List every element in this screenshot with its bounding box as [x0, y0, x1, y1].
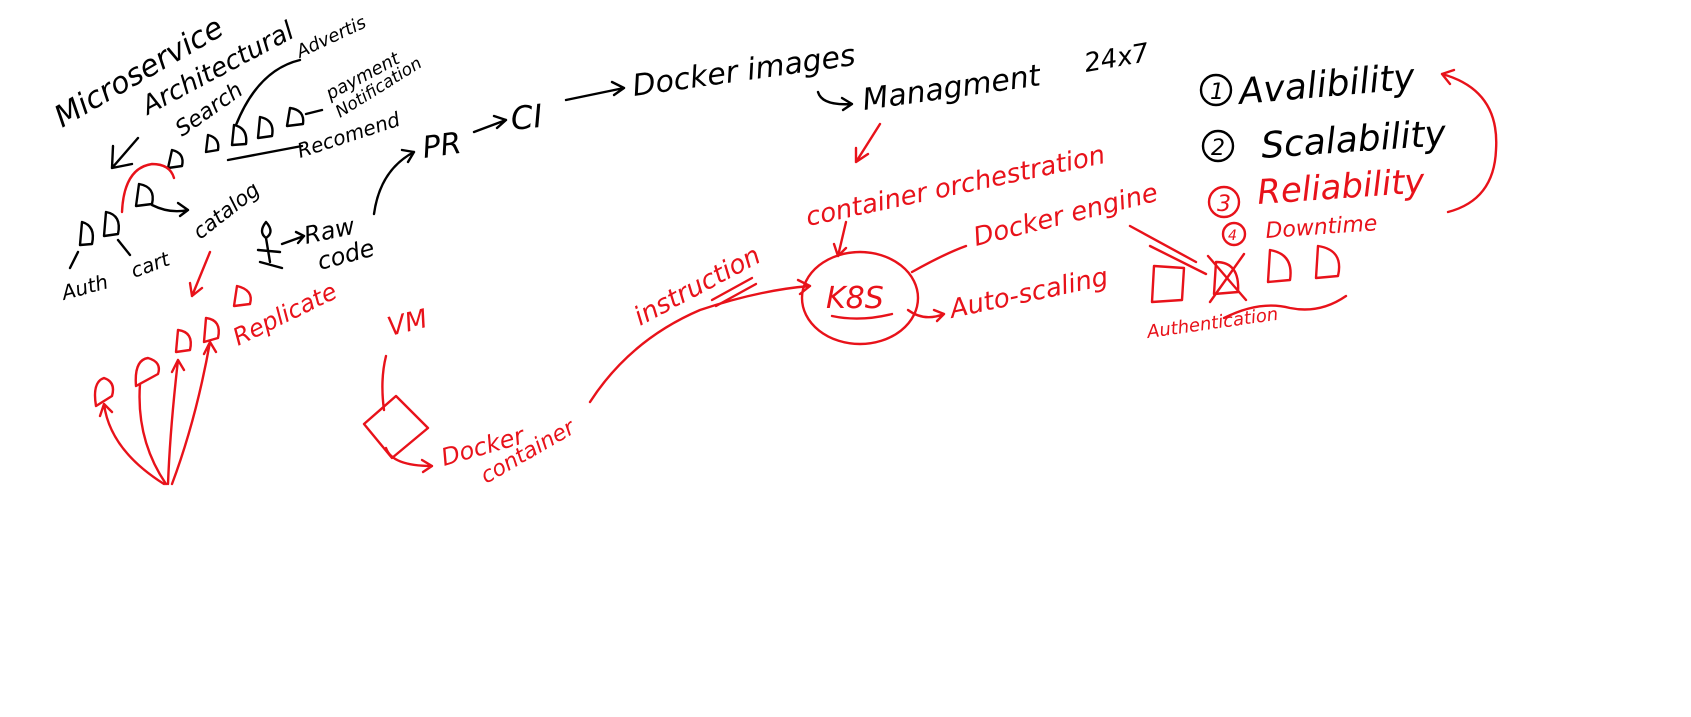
- list-number-2: 2: [1211, 136, 1225, 161]
- service-box-search-1: [204, 133, 220, 154]
- label-k8s: K8S: [826, 281, 884, 316]
- label-advertis: Advertis: [292, 12, 369, 63]
- label-cart: cart: [128, 246, 174, 282]
- list-item-reliability: Reliability: [1256, 161, 1427, 213]
- label-management: Managment: [860, 58, 1044, 118]
- service-box-extra: [166, 148, 184, 170]
- pod-box-auth: [1150, 264, 1186, 304]
- cart-tick: [116, 238, 132, 257]
- label-pr: PR: [420, 126, 463, 166]
- service-box-cart: [102, 210, 120, 238]
- label-auto-scaling: Auto-scaling: [945, 262, 1111, 325]
- vm-line: [381, 354, 388, 412]
- developer-figure: [256, 220, 284, 270]
- search-connector-dash: [304, 108, 324, 116]
- k8s-to-pods-lines: [1128, 224, 1208, 276]
- ci-to-docker-arrow: [564, 80, 626, 102]
- list-circle-1: [1199, 73, 1233, 107]
- label-authentication: Authentication: [1145, 304, 1280, 343]
- label-downtime: Downtime: [1265, 211, 1379, 244]
- service-box-search-2: [230, 123, 248, 147]
- docker-container-box: [362, 394, 430, 460]
- search-to-advertis-curve: [234, 58, 302, 127]
- pod-box-3: [1314, 244, 1341, 280]
- replica-box-1: [174, 328, 192, 354]
- recommend-underline: [226, 144, 304, 162]
- catalog-arrow: [150, 201, 190, 218]
- k8s-to-autoscaling-arrow: [906, 308, 946, 323]
- k8s-underline: [830, 312, 894, 320]
- list-circle-2: [1201, 129, 1235, 163]
- dev-to-raw-arrow: [280, 230, 306, 246]
- instruction-double-arrow: [710, 276, 758, 308]
- service-box-catalog: [134, 182, 154, 208]
- replicate-arrow-down: [188, 250, 212, 298]
- auth-tick: [68, 250, 80, 270]
- availability-bracket-arrow: [1440, 68, 1498, 214]
- to-management-arrow: [816, 90, 854, 112]
- container-arrow: [384, 446, 434, 474]
- pods-wavy-underline: [1222, 294, 1348, 320]
- service-box-auth: [78, 220, 95, 247]
- list-number-4: 4: [1228, 228, 1237, 244]
- replica-box-2: [202, 316, 220, 344]
- list-item-availability: Avalibility: [1235, 57, 1417, 113]
- label-auth: Auth: [57, 270, 110, 306]
- pr-to-ci-arrow: [472, 114, 508, 134]
- label-docker-images: Docker images: [630, 38, 857, 104]
- service-box-search-3: [256, 115, 274, 140]
- management-to-orchestration-arrow: [854, 122, 882, 164]
- replica-box-3: [232, 284, 252, 308]
- arrow-down-left: [110, 136, 140, 170]
- list-number-3: 3: [1217, 192, 1231, 217]
- label-24x7: 24x7: [1082, 38, 1152, 79]
- label-ci: CI: [509, 97, 545, 138]
- fan-out-arrows: [98, 340, 218, 486]
- label-instruction: instruction: [629, 241, 766, 333]
- grouping-curve: [120, 162, 176, 214]
- list-circle-3: [1207, 185, 1241, 219]
- label-catalog: catalog: [188, 177, 264, 244]
- label-vm: VM: [384, 304, 430, 343]
- service-box-search-4: [285, 106, 305, 128]
- replica-box-5: [134, 356, 161, 388]
- list-item-scalability: Scalability: [1260, 113, 1448, 167]
- pod-box-2: [1266, 248, 1292, 284]
- k8s-to-docker-engine-line: [910, 244, 968, 274]
- list-number-1: 1: [1210, 80, 1224, 105]
- pod-cross: [1206, 252, 1248, 304]
- replica-box-4: [93, 376, 115, 408]
- raw-to-pr-arrow: [372, 148, 416, 216]
- list-circle-4: [1221, 221, 1247, 247]
- k8s-circle: [800, 250, 920, 346]
